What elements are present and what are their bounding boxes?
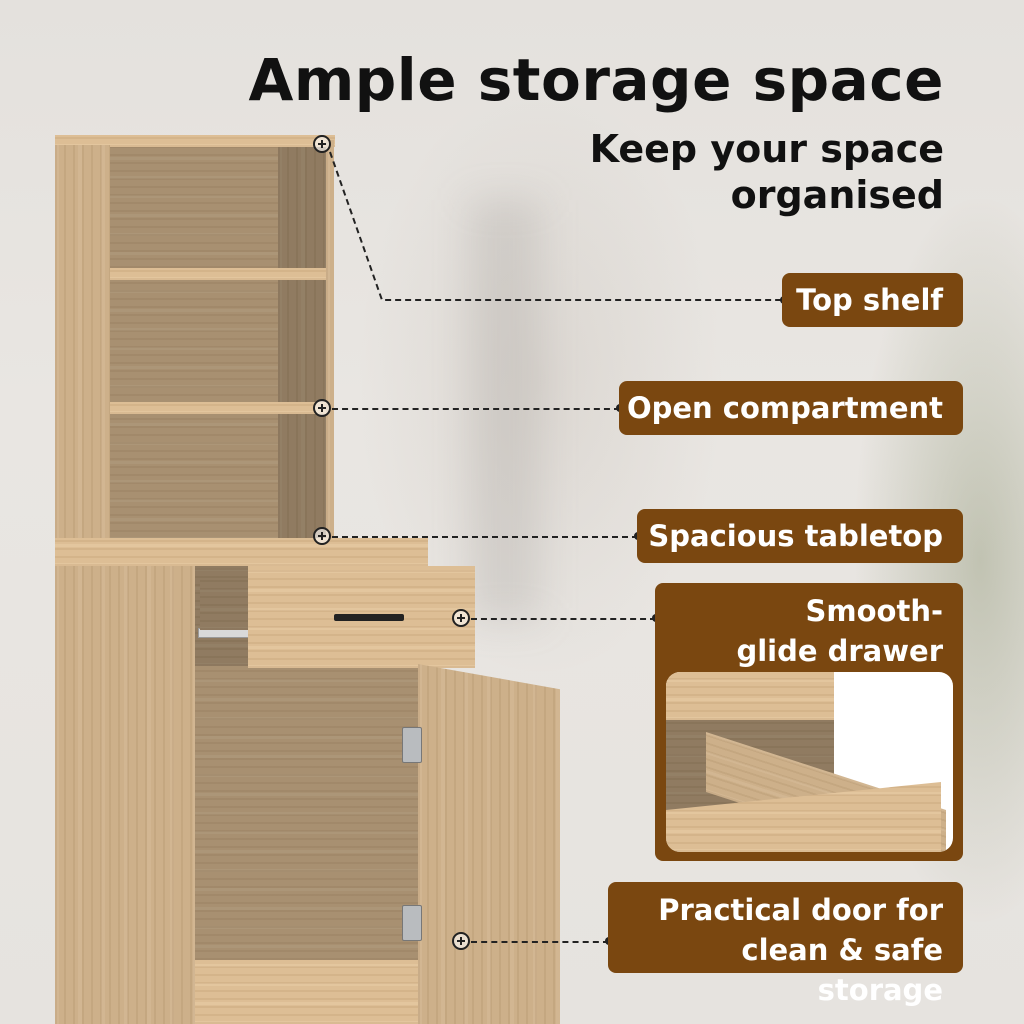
plus-marker-icon — [313, 135, 331, 153]
cabinet-door — [418, 664, 560, 1024]
hutch-back-panel — [110, 147, 278, 540]
leader-line-smooth-glide-drawer — [471, 618, 656, 620]
detail-tabletop — [666, 672, 834, 720]
hutch-top-board — [55, 135, 335, 147]
plus-marker-icon — [452, 932, 470, 950]
tabletop — [55, 538, 428, 566]
shelf-2 — [110, 402, 328, 414]
door-hinge-bottom — [402, 905, 422, 941]
plus-marker-icon — [452, 609, 470, 627]
shelf-1 — [110, 268, 328, 280]
callout-practical-door: Practical door for clean & safe storage — [608, 882, 963, 1007]
leader-line-open-compartment — [332, 408, 620, 410]
plus-marker-icon — [313, 527, 331, 545]
door-hinge-top — [402, 727, 422, 763]
callout-open-compartment: Open compartment — [619, 381, 963, 435]
subheadline: Keep your space organised — [589, 127, 944, 217]
drawer-side — [200, 580, 250, 630]
hutch-inner-right-wall — [278, 147, 328, 540]
callout-spacious-tabletop: Spacious tabletop — [637, 509, 963, 563]
leader-line-spacious-tabletop — [332, 536, 638, 538]
plus-marker-icon — [313, 399, 331, 417]
callout-top-shelf: Top shelf — [782, 273, 963, 327]
drawer-detail-photo — [666, 672, 953, 852]
drawer-handle — [334, 614, 404, 621]
hutch-left-side — [55, 145, 110, 545]
wall-shadow — [470, 200, 540, 620]
base-bottom-shelf — [195, 960, 418, 1024]
hutch-right-edge — [326, 140, 334, 540]
headline: Ample storage space — [248, 46, 944, 114]
leader-line-practical-door — [471, 941, 609, 943]
base-left-side — [55, 566, 195, 1024]
